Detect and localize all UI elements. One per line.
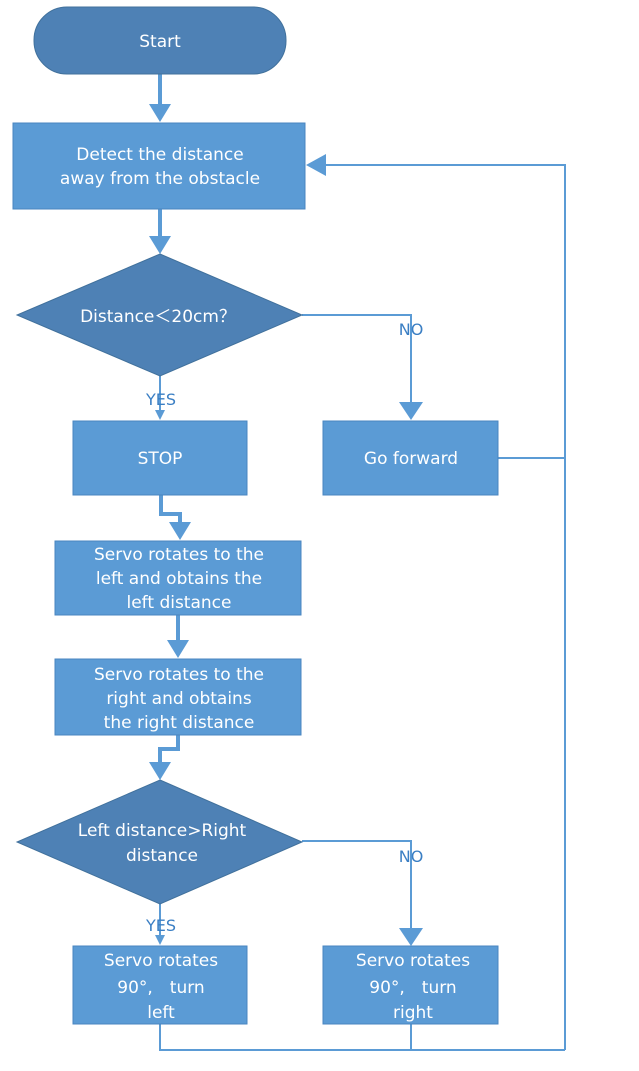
arrowhead	[149, 104, 171, 122]
edge-stop-servoleft	[159, 495, 182, 524]
stop-node: STOP	[72, 420, 248, 496]
decision-distance-label: Distance＜20cm？	[80, 307, 236, 327]
servo-left-label-line-1: Servo rotates to the	[94, 545, 264, 565]
decision-compare-node: Left distance>Right distance	[15, 779, 304, 905]
turn-left-label-line-2: 90°, turn	[117, 978, 204, 998]
arrowhead	[155, 410, 165, 420]
go-forward-node: Go forward	[322, 420, 499, 496]
label-decision1-no: NO	[399, 320, 424, 339]
turn-left-node: Servo rotates 90°, turn left	[72, 945, 248, 1025]
turn-right-label-line-2: 90°, turn	[369, 978, 456, 998]
detect-label-line-2: away from the obstacle	[60, 169, 260, 189]
edge-turnleft-loop	[159, 1024, 565, 1051]
label-decision2-no: NO	[399, 847, 424, 866]
turn-left-label-line-3: left	[147, 1003, 175, 1023]
arrowhead	[149, 236, 171, 254]
turn-right-label-line-3: right	[393, 1003, 433, 1023]
detect-label-line-1: Detect the distance	[76, 145, 243, 165]
arrowhead	[167, 640, 189, 658]
label-decision1-yes: YES	[145, 390, 176, 409]
decision-compare-label-line-2: distance	[126, 846, 198, 866]
start-node: Start	[33, 6, 287, 75]
servo-right-label-line-3: the right distance	[104, 713, 255, 733]
edge-decision1-forward	[302, 314, 412, 404]
turn-right-label-line-1: Servo rotates	[356, 951, 470, 971]
label-decision2-yes: YES	[145, 916, 176, 935]
arrowhead	[169, 522, 191, 540]
decision-compare-label-line-1: Left distance>Right	[78, 821, 247, 841]
servo-left-node: Servo rotates to the left and obtains th…	[54, 540, 302, 616]
arrowhead	[306, 154, 326, 176]
arrowhead	[149, 762, 171, 780]
arrowhead	[399, 928, 423, 946]
stop-label: STOP	[138, 449, 183, 469]
edge-loop-detect	[326, 164, 566, 458]
servo-left-label-line-3: left distance	[127, 593, 232, 613]
turn-left-label-line-1: Servo rotates	[104, 951, 218, 971]
go-forward-label: Go forward	[364, 449, 458, 469]
decision-distance-node: Distance＜20cm？	[15, 253, 304, 377]
turn-right-node: Servo rotates 90°, turn right	[322, 945, 499, 1025]
edge-servoright-decision2	[158, 735, 180, 764]
arrowhead	[155, 935, 165, 945]
servo-left-label-line-2: left and obtains the	[96, 569, 262, 589]
start-label: Start	[139, 32, 181, 52]
servo-right-label-line-2: right and obtains	[106, 689, 252, 709]
servo-right-node: Servo rotates to the right and obtains t…	[54, 658, 302, 736]
edge-decision2-turnright	[302, 840, 412, 930]
detect-distance-node: Detect the distance away from the obstac…	[12, 122, 306, 210]
servo-right-label-line-1: Servo rotates to the	[94, 665, 264, 685]
arrowhead	[399, 402, 423, 420]
